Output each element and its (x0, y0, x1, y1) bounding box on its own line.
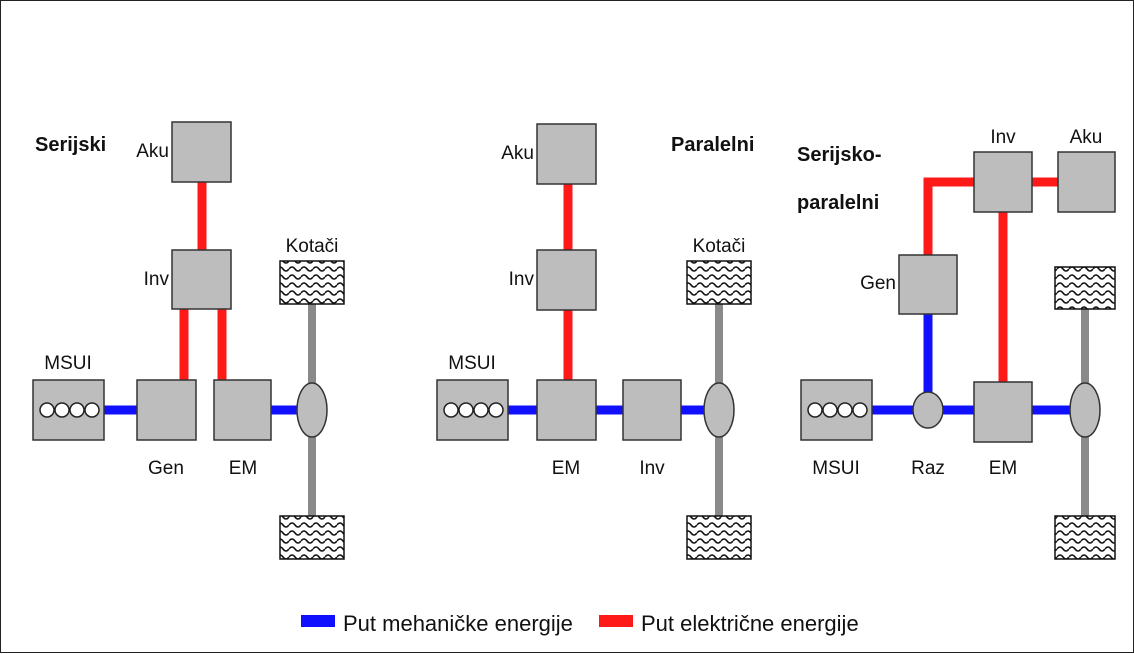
raz-label: Raz (911, 458, 945, 479)
wheel-bottom-icon (686, 515, 752, 560)
wheel-bottom-icon (1054, 515, 1116, 560)
aku-label: Aku (501, 143, 534, 164)
serijsko-paralelni-diagram: Serijsko- paralelni Inv Aku Gen MSUI Raz… (797, 127, 1116, 560)
inv-top-box (536, 249, 597, 311)
aku-box (171, 121, 232, 183)
inv-box (973, 151, 1033, 213)
em-label: EM (989, 458, 1018, 479)
serijsko-paralelni-title-line2: paralelni (797, 192, 879, 214)
kotaci-label: Kotači (286, 236, 339, 257)
gen-box (898, 254, 958, 315)
cylinder-icons (443, 402, 504, 418)
wheel-top-icon (686, 260, 752, 305)
em-box (536, 379, 597, 441)
mechanical-legend-swatch (301, 615, 335, 627)
aku-box (536, 123, 597, 185)
inv-box (171, 249, 232, 310)
gen-label: Gen (860, 273, 896, 294)
inv-bottom-label: Inv (639, 458, 665, 479)
inv-top-label: Inv (509, 269, 535, 290)
differential-icon (703, 382, 735, 438)
differential-icon (1069, 382, 1101, 438)
electrical-legend-label: Put električne energije (641, 611, 859, 636)
inv-bottom-box (622, 379, 682, 441)
mechanical-legend-label: Put mehaničke energije (343, 611, 573, 636)
differential-icon (296, 382, 328, 438)
wheel-top-icon (279, 260, 345, 305)
kotaci-label: Kotači (693, 236, 746, 257)
cylinder-icons (39, 402, 100, 418)
cylinder-icons (807, 402, 868, 418)
msui-label: MSUI (812, 458, 860, 479)
msui-label: MSUI (448, 353, 496, 374)
serijsko-paralelni-title-line1: Serijsko- (797, 144, 881, 166)
em-label: EM (552, 458, 581, 479)
electrical-legend-swatch (599, 615, 633, 627)
aku-label: Aku (1070, 127, 1103, 148)
msui-label: MSUI (44, 353, 92, 374)
em-box (213, 379, 272, 441)
aku-label: Aku (136, 141, 169, 162)
em-label: EM (229, 458, 258, 479)
legend: Put mehaničke energije Put električne en… (301, 611, 859, 636)
em-box (973, 381, 1033, 443)
aku-box (1057, 151, 1116, 213)
wheel-bottom-icon (279, 515, 345, 560)
serijski-diagram: Serijski Aku Inv Kotači MSUI Gen EM (32, 121, 345, 560)
paralelni-title: Paralelni (671, 134, 754, 156)
raz-splitter-icon (912, 391, 944, 429)
inv-label: Inv (990, 127, 1016, 148)
wheel-top-icon (1054, 266, 1116, 310)
paralelni-diagram: Paralelni Aku Inv Kotači MSUI EM Inv (436, 123, 754, 560)
gen-label: Gen (148, 458, 184, 479)
serijski-title: Serijski (35, 134, 106, 156)
inv-label: Inv (144, 269, 170, 290)
gen-box (136, 379, 197, 441)
gen-inv-electric-link (923, 177, 974, 255)
